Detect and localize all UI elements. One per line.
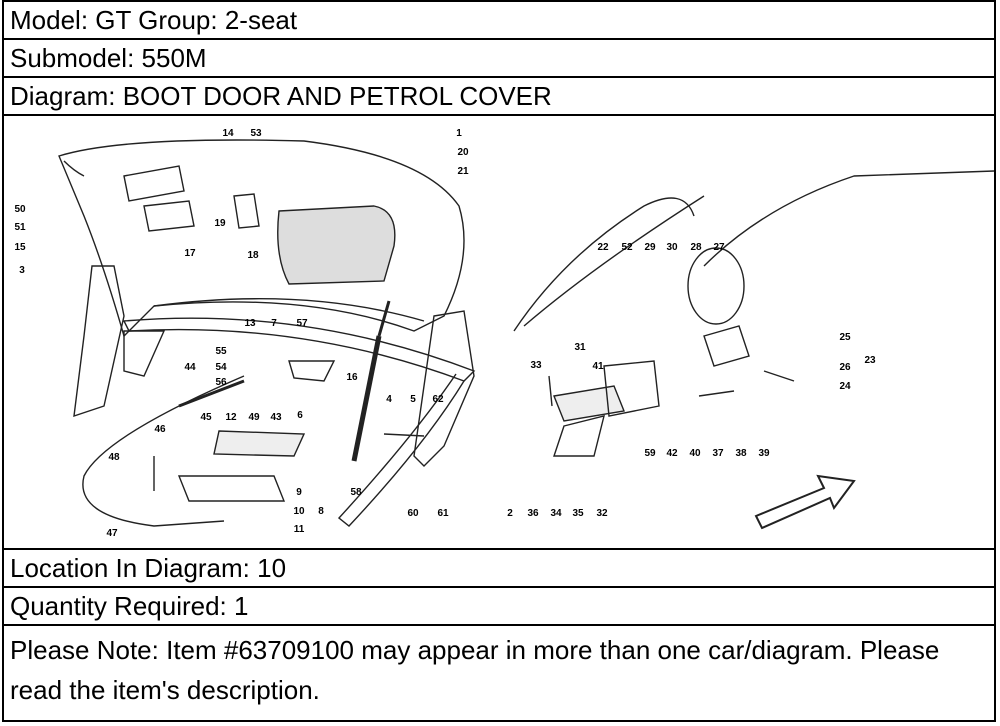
quantity-row: Quantity Required: 1 bbox=[4, 588, 994, 626]
callout-30: 30 bbox=[666, 242, 678, 253]
callout-56: 56 bbox=[215, 377, 227, 388]
callout-1: 1 bbox=[456, 128, 462, 139]
callout-23: 23 bbox=[864, 355, 876, 366]
callout-22: 22 bbox=[597, 242, 609, 253]
callout-36: 36 bbox=[527, 508, 539, 519]
callout-53: 53 bbox=[250, 128, 262, 139]
callout-45: 45 bbox=[200, 412, 212, 423]
callout-60: 60 bbox=[407, 508, 419, 519]
callout-49: 49 bbox=[248, 412, 260, 423]
callout-13: 13 bbox=[244, 318, 256, 329]
callout-2: 2 bbox=[507, 508, 513, 519]
callout-37: 37 bbox=[712, 448, 724, 459]
diagram-title-row: Diagram: BOOT DOOR AND PETROL COVER bbox=[4, 78, 994, 116]
callout-18: 18 bbox=[247, 250, 259, 261]
callout-59: 59 bbox=[644, 448, 656, 459]
callout-38: 38 bbox=[735, 448, 747, 459]
callout-29: 29 bbox=[644, 242, 656, 253]
callout-41: 41 bbox=[592, 361, 604, 372]
model-row: Model: GT Group: 2-seat bbox=[4, 2, 994, 40]
callout-46: 46 bbox=[154, 424, 166, 435]
callout-27: 27 bbox=[713, 242, 725, 253]
callout-32: 32 bbox=[596, 508, 608, 519]
callout-52: 52 bbox=[621, 242, 633, 253]
callout-25: 25 bbox=[839, 332, 851, 343]
callout-11: 11 bbox=[294, 524, 305, 535]
callout-17: 17 bbox=[184, 248, 196, 259]
callout-43: 43 bbox=[270, 412, 282, 423]
callout-58: 58 bbox=[350, 487, 362, 498]
callout-47: 47 bbox=[106, 528, 118, 539]
callout-14: 14 bbox=[222, 128, 234, 139]
callout-12: 12 bbox=[225, 412, 237, 423]
callout-28: 28 bbox=[690, 242, 702, 253]
callout-50: 50 bbox=[14, 204, 26, 215]
callout-57: 57 bbox=[296, 318, 308, 329]
callout-31: 31 bbox=[574, 342, 586, 353]
callout-51: 51 bbox=[14, 222, 26, 233]
callout-48: 48 bbox=[108, 452, 120, 463]
callout-20: 20 bbox=[457, 147, 469, 158]
diagram-lines bbox=[58, 139, 995, 530]
callout-26: 26 bbox=[839, 362, 851, 373]
callout-7: 7 bbox=[271, 318, 277, 329]
callout-61: 61 bbox=[437, 508, 449, 519]
callout-3: 3 bbox=[19, 265, 25, 276]
callout-6: 6 bbox=[297, 410, 303, 421]
callout-24: 24 bbox=[839, 381, 851, 392]
callout-40: 40 bbox=[689, 448, 701, 459]
callout-54: 54 bbox=[215, 362, 227, 373]
callout-35: 35 bbox=[572, 508, 584, 519]
callout-42: 42 bbox=[666, 448, 678, 459]
callout-10: 10 bbox=[293, 506, 305, 517]
callout-5: 5 bbox=[410, 394, 416, 405]
callout-9: 9 bbox=[296, 487, 302, 498]
callout-33: 33 bbox=[530, 360, 542, 371]
callout-44: 44 bbox=[184, 362, 196, 373]
submodel-row: Submodel: 550M bbox=[4, 40, 994, 78]
callout-21: 21 bbox=[457, 166, 469, 177]
callout-62: 62 bbox=[432, 394, 444, 405]
callout-8: 8 bbox=[318, 506, 324, 517]
callout-16: 16 bbox=[346, 372, 358, 383]
callout-34: 34 bbox=[550, 508, 562, 519]
location-row: Location In Diagram: 10 bbox=[4, 550, 994, 588]
callout-19: 19 bbox=[214, 218, 226, 229]
callout-15: 15 bbox=[14, 242, 26, 253]
callout-39: 39 bbox=[758, 448, 770, 459]
callout-55: 55 bbox=[215, 346, 227, 357]
callout-4: 4 bbox=[386, 394, 392, 405]
note-row: Please Note: Item #63709100 may appear i… bbox=[10, 635, 940, 705]
